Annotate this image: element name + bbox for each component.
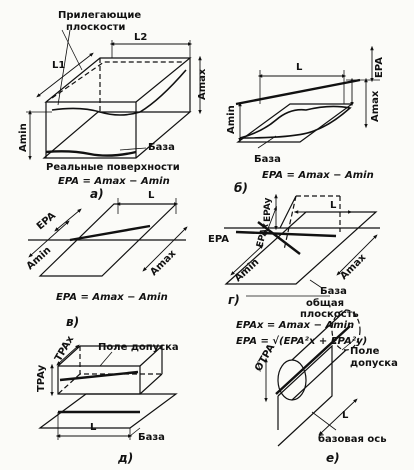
panel-b-amax: Amax bbox=[370, 90, 381, 122]
panel-e-field: Поле bbox=[350, 346, 380, 357]
panel-b: L EPA Amin Amax База EPA = Amax − Amin б… bbox=[226, 45, 385, 195]
panel-b-real-surface bbox=[239, 105, 352, 139]
panel-v-epa-dim bbox=[54, 208, 82, 232]
panel-d-base: База bbox=[138, 432, 165, 443]
panel-a-base: База bbox=[148, 142, 175, 153]
panel-g-amin: Amin bbox=[233, 257, 262, 284]
panel-d-box-right-bottom bbox=[139, 373, 163, 395]
panel-a-base-pointer bbox=[119, 147, 147, 151]
panel-b-base-pointer bbox=[257, 135, 277, 149]
panel-e-l-dim bbox=[318, 398, 358, 436]
panel-a: Прилегающие плоскости L2 L1 Amax Amin Ба… bbox=[18, 10, 208, 201]
panel-a-amax: Amax bbox=[197, 68, 208, 100]
panel-g-vertical-1 bbox=[279, 195, 297, 229]
panel-d-tolerance: Поле допуска bbox=[98, 342, 179, 353]
panel-v-epa-line bbox=[69, 224, 151, 242]
panel-g-epa-line-2 bbox=[257, 221, 301, 255]
panel-g-caption: г) bbox=[228, 293, 240, 307]
panel-g-base-plane bbox=[224, 211, 378, 285]
panel-d-l: L bbox=[90, 422, 97, 433]
panel-b-equation: EPA = Amax − Amin bbox=[262, 170, 374, 181]
panel-e-base-plane bbox=[277, 344, 333, 447]
panel-v-equation: EPA = Amax − Amin bbox=[56, 292, 168, 303]
panel-v-caption: в) bbox=[66, 315, 79, 329]
panel-g-common: общая bbox=[306, 297, 344, 309]
panel-a-real-surfaces: Реальные поверхности bbox=[46, 162, 180, 173]
panel-e-base-axis-pointer bbox=[311, 411, 337, 431]
panel-g-plane: плоскость bbox=[300, 309, 359, 320]
panel-e-cylinder-top bbox=[291, 309, 347, 361]
panel-d-base-pointer bbox=[129, 427, 141, 437]
panel-e-tolerance: допуска bbox=[350, 358, 398, 369]
panel-d-box-hidden bbox=[57, 346, 162, 395]
panel-g-amax-dim bbox=[336, 234, 378, 276]
panel-g-epa: EPA bbox=[208, 234, 229, 245]
panel-d-tpax: TPAx bbox=[53, 334, 77, 364]
panel-e-base-axis: базовая ось bbox=[318, 433, 387, 445]
panel-e-cylinder-bottom bbox=[291, 349, 347, 401]
panel-b-l: L bbox=[296, 62, 303, 73]
panel-e-l: L bbox=[342, 410, 349, 421]
panel-b-epa: EPA bbox=[374, 57, 385, 78]
panel-g-epa-line bbox=[235, 230, 337, 238]
panel-v-l: L bbox=[148, 190, 155, 201]
panel-b-caption: б) bbox=[234, 181, 248, 195]
panel-a-l2: L2 bbox=[134, 32, 147, 43]
panel-g-equation-1: EPAx = Amax − Amin bbox=[236, 320, 354, 331]
panel-a-l1: L1 bbox=[52, 60, 65, 71]
panel-v: L EPA Amin Amax EPA = Amax − Amin в) bbox=[25, 190, 188, 329]
panel-a-planes-label: плоскости bbox=[66, 22, 125, 33]
panel-d: TPAy TPAx Поле допуска L База д) bbox=[36, 334, 179, 465]
panel-a-caption: а) bbox=[90, 187, 104, 201]
panel-a-top-plane bbox=[44, 57, 192, 103]
panel-g-equation-2: EPA = √(EPA²x + EPA²y) bbox=[236, 335, 367, 347]
panel-g-epay: EPAy bbox=[263, 197, 273, 222]
panel-b-base: База bbox=[254, 154, 281, 165]
panel-v-amax-dim bbox=[142, 226, 188, 272]
panel-g-amin-dim bbox=[230, 244, 264, 276]
panel-d-tpax-dim bbox=[56, 344, 80, 366]
panel-e: ØTPA Поле допуска L базовая ось е) bbox=[252, 309, 398, 465]
panel-d-caption: д) bbox=[117, 451, 133, 465]
panel-v-amax: Amax bbox=[148, 248, 178, 278]
panel-a-amin: Amin bbox=[18, 123, 29, 152]
panel-g-base: База bbox=[320, 286, 347, 297]
panel-g-amax: Amax bbox=[338, 252, 368, 282]
panel-a-adjacent-label: Прилегающие bbox=[58, 10, 141, 21]
panel-e-base-axis bbox=[275, 325, 351, 395]
panel-g-l: L bbox=[330, 200, 337, 211]
panel-v-amin: Amin bbox=[25, 245, 54, 272]
panel-e-field-pointer bbox=[341, 339, 355, 351]
panel-a-equation: EPA = Amax − Amin bbox=[58, 176, 170, 187]
panel-b-amin: Amin bbox=[226, 105, 237, 134]
panel-a-real-lower bbox=[45, 150, 137, 157]
panel-a-l1-dim bbox=[36, 52, 94, 98]
panel-g-dash-left bbox=[283, 195, 297, 251]
panel-d-base-plane bbox=[38, 393, 178, 429]
panel-g: L EPA EPAy EPAx Amin Amax База общая пло… bbox=[208, 193, 380, 347]
panel-a-top-plane-dash bbox=[51, 61, 184, 99]
panel-g-epax-dim bbox=[265, 205, 277, 237]
panel-d-tolerance-pointer bbox=[99, 351, 113, 367]
panel-e-caption: е) bbox=[326, 451, 340, 465]
panel-g-base-pointer bbox=[309, 279, 323, 289]
panel-a-real-upper bbox=[51, 69, 187, 116]
panel-d-axis-line bbox=[59, 370, 139, 382]
panel-b-epa-line bbox=[235, 78, 361, 106]
panel-v-epa: EPA bbox=[35, 210, 58, 232]
panel-d-tpay: TPAy bbox=[36, 364, 47, 392]
